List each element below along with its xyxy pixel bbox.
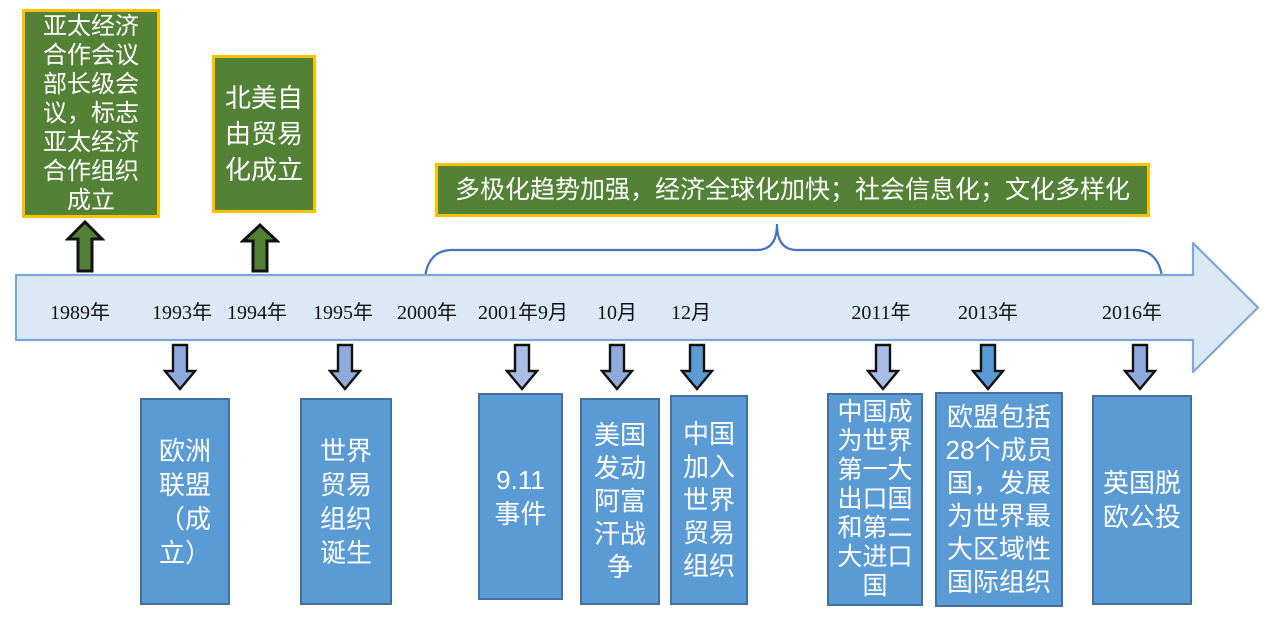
down-arrow-icon bbox=[505, 343, 539, 391]
event-box-911: 9.11 事件 bbox=[478, 393, 563, 600]
year-label-1993: 1993年 bbox=[152, 302, 212, 324]
note-box-apec-text: 亚太经济 合作会议 部长级会 议，标志 亚太经济 合作组织 成立 bbox=[43, 13, 139, 214]
event-box-eu: 欧洲 联盟 （成 立） bbox=[140, 398, 230, 605]
down-arrow-icon bbox=[680, 343, 714, 391]
event-box-wto-born-text: 世界 贸易 组织 诞生 bbox=[319, 435, 372, 568]
timeline-arrow bbox=[14, 241, 1260, 374]
event-box-china-trade-text: 中国成 为世界 第一大 出口国 和第二 大进口 国 bbox=[837, 398, 913, 600]
event-box-china-wto: 中国 加入 世界 贸易 组织 bbox=[670, 395, 748, 605]
event-box-911-text: 9.11 事件 bbox=[494, 464, 547, 529]
note-box-nafta: 北美自 由贸易 化成立 bbox=[212, 55, 316, 213]
event-box-afghan-war: 美国 发动 阿富 汗战 争 bbox=[580, 398, 660, 605]
brace-icon bbox=[423, 223, 1164, 283]
event-box-eu-28: 欧盟包括 28个成员 国，发展 为世界最 大区域性 国际组织 bbox=[935, 392, 1063, 607]
event-box-china-trade: 中国成 为世界 第一大 出口国 和第二 大进口 国 bbox=[827, 393, 923, 606]
up-arrow-icon bbox=[65, 219, 105, 273]
year-label-2001-09: 2001年9月 bbox=[478, 302, 568, 324]
down-arrow-icon bbox=[1123, 343, 1157, 391]
year-label-2011: 2011年 bbox=[851, 302, 911, 324]
up-arrow-icon bbox=[240, 222, 280, 273]
event-box-brexit: 英国脱 欧公投 bbox=[1092, 395, 1192, 605]
note-box-nafta-text: 北美自 由贸易 化成立 bbox=[224, 83, 303, 185]
year-label-1989: 1989年 bbox=[50, 302, 110, 324]
event-box-eu-28-text: 欧盟包括 28个成员 国，发展 为世界最 大区域性 国际组织 bbox=[945, 401, 1053, 597]
down-arrow-icon bbox=[866, 343, 900, 391]
year-label-1994: 1994年 bbox=[227, 302, 287, 324]
event-box-wto-born: 世界 贸易 组织 诞生 bbox=[300, 398, 392, 605]
event-box-brexit-text: 英国脱 欧公投 bbox=[1102, 468, 1181, 532]
down-arrow-icon bbox=[328, 343, 362, 391]
event-box-afghan-war-text: 美国 发动 阿富 汗战 争 bbox=[593, 420, 646, 582]
down-arrow-icon bbox=[600, 343, 634, 391]
era-banner: 多极化趋势加强，经济全球化加快；社会信息化；文化多样化 bbox=[435, 163, 1150, 217]
event-box-eu-text: 欧洲 联盟 （成 立） bbox=[158, 435, 211, 568]
year-label-1995: 1995年 bbox=[313, 302, 373, 324]
year-label-2016: 2016年 bbox=[1102, 302, 1162, 324]
era-banner-text: 多极化趋势加强，经济全球化加快；社会信息化；文化多样化 bbox=[454, 176, 1130, 204]
year-label-2001-12: 12月 bbox=[671, 302, 711, 324]
down-arrow-icon bbox=[971, 343, 1005, 391]
note-box-apec: 亚太经济 合作会议 部长级会 议，标志 亚太经济 合作组织 成立 bbox=[22, 9, 160, 218]
year-label-2013: 2013年 bbox=[958, 302, 1018, 324]
event-box-china-wto-text: 中国 加入 世界 贸易 组织 bbox=[682, 418, 735, 581]
year-label-2000: 2000年 bbox=[397, 302, 457, 324]
year-label-2001-10: 10月 bbox=[597, 302, 637, 324]
down-arrow-icon bbox=[163, 343, 197, 391]
